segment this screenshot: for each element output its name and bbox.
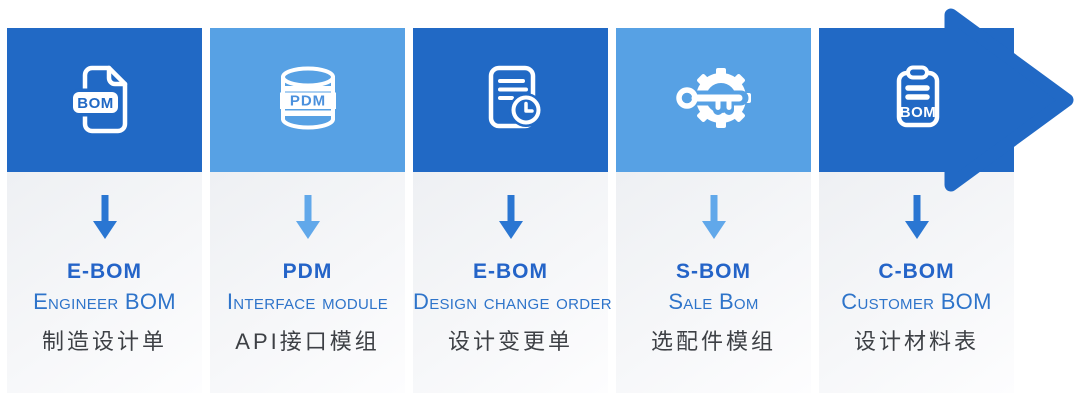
step-caption: 制造设计单 [41, 329, 167, 354]
step-header [616, 28, 811, 172]
clock-hands [523, 101, 534, 113]
step-icon-host [471, 58, 551, 143]
step-icon-host: BOM [65, 58, 145, 143]
step-body: PDM Interface module API接口模组 [210, 172, 405, 393]
badge-label: BOM [77, 95, 114, 112]
stripe-bottom [282, 110, 333, 116]
step-caption: API接口模组 [235, 329, 380, 354]
down-arrow-icon [498, 195, 523, 239]
step-header: BOM [7, 28, 202, 172]
step-title: C-BOM [878, 260, 955, 283]
step-body: C-BOM Customer BOM 设计材料表 [819, 172, 1014, 393]
bom-file-icon: BOM [69, 65, 127, 133]
clock-face [511, 95, 540, 124]
clipboard-label: BOM [899, 104, 936, 121]
step-subtitle: Customer BOM [841, 289, 992, 314]
step-title: PDM [282, 260, 333, 283]
step-body: E-BOM Design change order 设计变更单 [413, 172, 612, 393]
stripe-top [282, 85, 333, 91]
step-icon-host: BOM [877, 58, 957, 143]
pdm-database-icon: PDM [279, 66, 336, 129]
cylinder-bottom [280, 116, 335, 129]
step-title: E-BOM [473, 260, 548, 283]
down-arrow-icon [295, 195, 320, 239]
step-title: S-BOM [676, 260, 751, 283]
clipboard-clip [905, 65, 929, 79]
down-arrow-icon [904, 195, 929, 239]
cylinder-label: PDM [289, 92, 325, 109]
step-subtitle: Design change order [413, 289, 612, 314]
step-caption: 选配件模组 [650, 329, 776, 354]
flow-step-ebom-change: E-BOM Design change order 设计变更单 [413, 28, 612, 393]
step-title: E-BOM [67, 260, 142, 283]
file-fold [106, 65, 127, 86]
step-subtitle: Interface module [226, 289, 389, 314]
label-band [279, 92, 336, 109]
step-header [413, 28, 608, 172]
clipboard-bom-icon: BOM [896, 65, 939, 127]
change-order-clock-icon [488, 65, 543, 128]
flow-steps-row: BOM E-BOM Engineer BOM 制造设计单 PDM [7, 28, 1014, 393]
step-caption: 设计材料表 [853, 329, 979, 354]
file-outline [82, 65, 127, 133]
down-arrow-icon [92, 195, 117, 239]
step-icon-host: PDM [268, 58, 348, 143]
down-arrow-icon [701, 195, 726, 239]
badge [72, 91, 118, 113]
step-caption: 设计变更单 [447, 329, 573, 354]
step-icon-host [674, 58, 754, 143]
flow-step-pdm-interface: PDM PDM Interface module API接口模组 [210, 28, 405, 393]
step-body: E-BOM Engineer BOM 制造设计单 [7, 172, 202, 393]
step-header: BOM [819, 28, 1014, 172]
cylinder-top [280, 66, 335, 87]
step-header: PDM [210, 28, 405, 172]
flow-step-cbom-customer: BOM C-BOM Customer BOM 设计材料表 [819, 28, 1014, 393]
step-subtitle: Sale Bom [668, 289, 759, 314]
step-subtitle: Engineer BOM [33, 289, 176, 314]
gear-key-icon [675, 67, 751, 128]
flow-step-ebom-engineer: BOM E-BOM Engineer BOM 制造设计单 [7, 28, 202, 393]
flow-step-sbom-sale: S-BOM Sale Bom 选配件模组 [616, 28, 811, 393]
step-body: S-BOM Sale Bom 选配件模组 [616, 172, 811, 393]
